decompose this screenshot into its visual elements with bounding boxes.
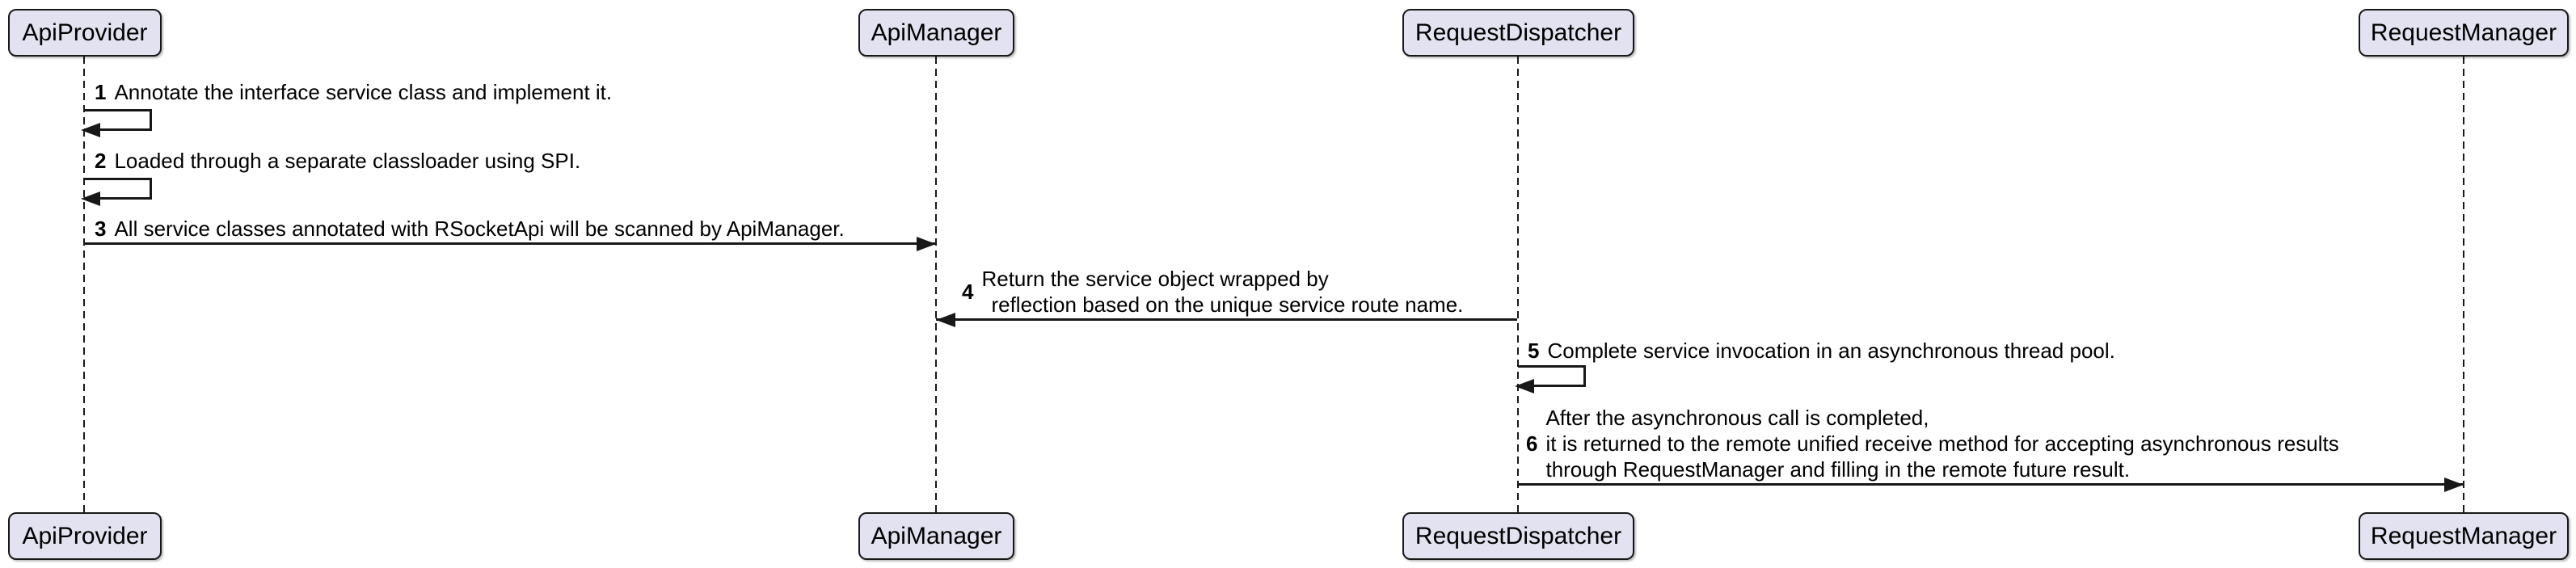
- message-3-arrow-line: [84, 242, 936, 245]
- message-1-self-arrow: [84, 109, 152, 131]
- message-4-text: Return the service object wrapped by ref…: [981, 266, 1463, 318]
- message-5-number: 5: [1528, 339, 1540, 363]
- message-6-line-3: through RequestManager and filling in th…: [1545, 457, 2131, 482]
- message-4-arrow-line: [936, 318, 1517, 321]
- message-6-line-1: After the asynchronous call is completed…: [1545, 406, 1929, 430]
- participant-requestdispatcher-bottom: RequestDispatcher: [1402, 512, 1634, 560]
- message-6-number: 6: [1526, 431, 1538, 456]
- message-4-label: 4 Return the service object wrapped by r…: [962, 266, 1463, 318]
- message-6-label: 6 After the asynchronous call is complet…: [1526, 405, 2339, 482]
- participant-apiprovider-top: ApiProvider: [8, 9, 162, 57]
- message-2-arrowhead: [81, 191, 100, 206]
- message-5-arrowhead: [1515, 379, 1534, 393]
- message-3-label: 3 All service classes annotated with RSoc…: [95, 217, 845, 242]
- message-1-arrowhead: [81, 123, 100, 137]
- message-3-number: 3: [95, 217, 107, 241]
- message-2-number: 2: [95, 149, 107, 173]
- message-1-label: 1 Annotate the interface service class an…: [95, 80, 612, 105]
- message-4-number: 4: [962, 279, 974, 304]
- message-4-line-2: reflection based on the unique service r…: [991, 292, 1464, 317]
- message-6-line-2: it is returned to the remote unified rec…: [1545, 431, 2339, 456]
- message-6-text: After the asynchronous call is completed…: [1545, 405, 2338, 482]
- message-3-text: All service classes annotated with RSock…: [114, 217, 845, 241]
- lifeline-apimanager: [935, 57, 937, 512]
- message-5-text: Complete service invocation in an asynch…: [1547, 339, 2115, 363]
- message-4-arrowhead: [936, 313, 955, 327]
- participant-requestmanager-top: RequestManager: [2359, 9, 2569, 57]
- participant-apimanager-top: ApiManager: [858, 9, 1014, 57]
- participant-apimanager-bottom: ApiManager: [858, 512, 1014, 560]
- message-6-arrowhead: [2444, 478, 2464, 492]
- message-1-text: Annotate the interface service class and…: [114, 80, 613, 104]
- message-3-arrowhead: [917, 237, 936, 251]
- message-2-self-arrow: [84, 178, 152, 200]
- lifeline-requestmanager: [2463, 57, 2464, 512]
- message-1-number: 1: [95, 80, 107, 104]
- message-2-text: Loaded through a separate classloader us…: [114, 149, 581, 173]
- participant-apiprovider-bottom: ApiProvider: [8, 512, 162, 560]
- lifeline-apiprovider: [83, 57, 85, 512]
- message-2-label: 2 Loaded through a separate classloader u…: [95, 149, 580, 174]
- message-5-self-arrow: [1518, 365, 1586, 387]
- message-5-label: 5 Complete service invocation in an async…: [1528, 339, 2115, 364]
- lifeline-requestdispatcher: [1517, 57, 1519, 512]
- participant-requestdispatcher-top: RequestDispatcher: [1402, 9, 1634, 57]
- message-6-arrow-line: [1518, 483, 2464, 486]
- message-4-line-1: Return the service object wrapped by: [981, 267, 1329, 291]
- participant-requestmanager-bottom: RequestManager: [2359, 512, 2569, 560]
